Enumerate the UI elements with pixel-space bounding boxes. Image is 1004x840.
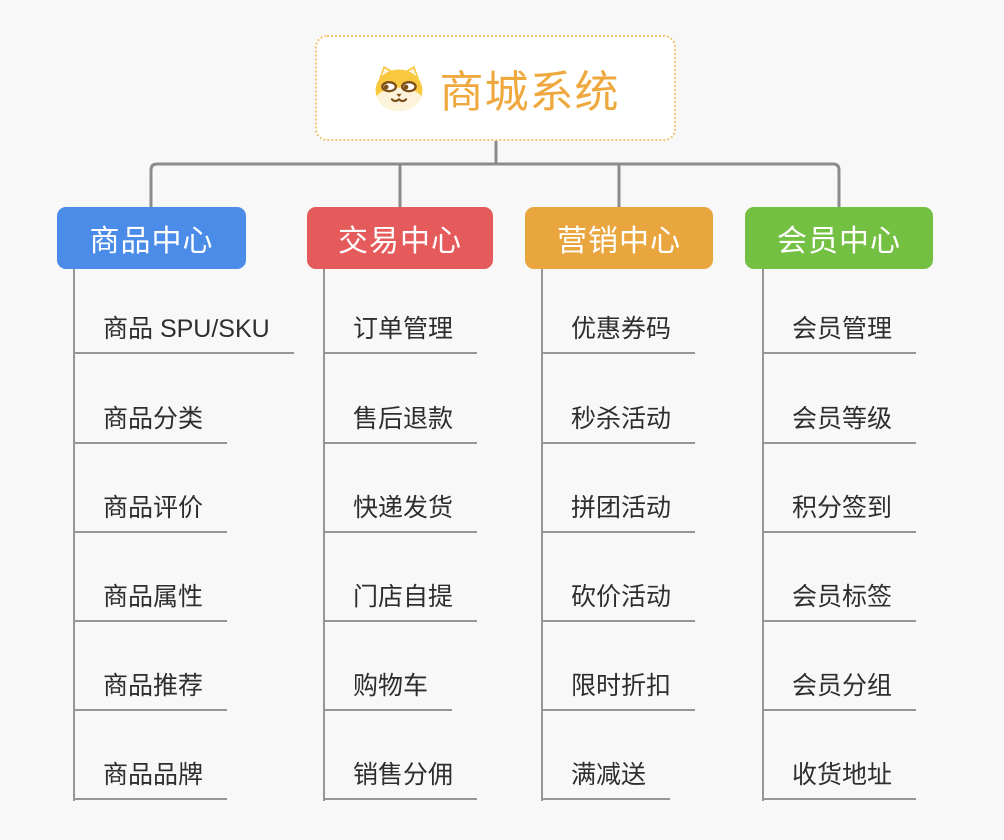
bus-line <box>149 162 841 208</box>
leaf-node[interactable]: 收货地址 <box>762 758 917 800</box>
leaf-node[interactable]: 优惠券码 <box>541 312 696 354</box>
branch-node-trade-center[interactable]: 交易中心 <box>307 207 493 269</box>
leaf-node[interactable]: 快递发货 <box>323 491 478 533</box>
leaf-node[interactable]: 砍价活动 <box>541 580 696 622</box>
leaf-node[interactable]: 商品品牌 <box>73 758 228 800</box>
root-topic-node[interactable]: 商城系统 <box>315 35 676 141</box>
shiba-dog-icon <box>372 64 426 112</box>
leaf-node[interactable]: 秒杀活动 <box>541 402 696 444</box>
leaf-node[interactable]: 售后退款 <box>323 402 478 444</box>
branch-node-member-center[interactable]: 会员中心 <box>745 207 933 269</box>
branch-vertical-connector <box>323 269 325 801</box>
leaf-node[interactable]: 满减送 <box>541 758 671 800</box>
leaf-node[interactable]: 商品分类 <box>73 402 228 444</box>
leaf-node[interactable]: 订单管理 <box>323 312 478 354</box>
leaf-node[interactable]: 积分签到 <box>762 491 917 533</box>
leaf-node[interactable]: 商品 SPU/SKU <box>73 312 294 354</box>
leaf-node[interactable]: 销售分佣 <box>323 758 478 800</box>
leaf-node[interactable]: 会员分组 <box>762 669 917 711</box>
root-topic-title: 商城系统 <box>439 68 620 117</box>
leaf-node[interactable]: 限时折扣 <box>541 669 696 711</box>
branch-label: 会员中心 <box>777 225 901 258</box>
leaf-node[interactable]: 商品评价 <box>73 491 228 533</box>
branch-label: 交易中心 <box>338 225 462 258</box>
leaf-node[interactable]: 购物车 <box>323 669 453 711</box>
branch-label: 商品中心 <box>89 225 214 258</box>
branch-vertical-connector <box>541 269 543 801</box>
branch-vertical-connector <box>73 269 75 801</box>
leaf-node[interactable]: 门店自提 <box>323 580 478 622</box>
leaf-node[interactable]: 拼团活动 <box>541 491 696 533</box>
branch-vertical-connector <box>762 269 764 801</box>
leaf-node[interactable]: 商品推荐 <box>73 669 228 711</box>
leaf-node[interactable]: 会员管理 <box>762 312 917 354</box>
branch-label: 营销中心 <box>557 225 681 258</box>
branch-node-marketing-center[interactable]: 营销中心 <box>525 207 713 269</box>
leaf-node[interactable]: 会员标签 <box>762 580 917 622</box>
leaf-node[interactable]: 会员等级 <box>762 402 917 444</box>
branch-node-product-center[interactable]: 商品中心 <box>57 207 246 269</box>
leaf-node[interactable]: 商品属性 <box>73 580 228 622</box>
